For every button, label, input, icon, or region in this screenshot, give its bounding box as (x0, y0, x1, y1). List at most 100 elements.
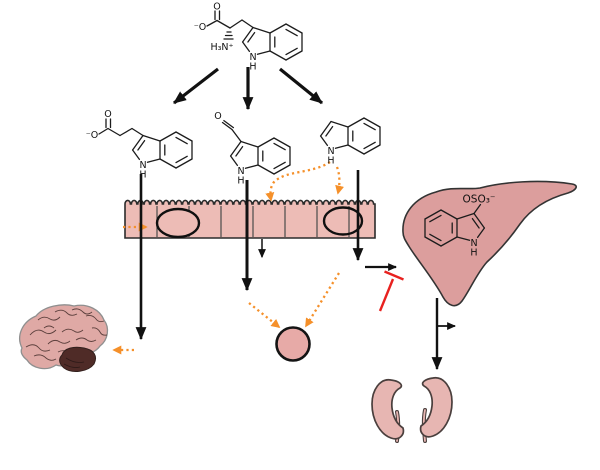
sulcus-line (85, 314, 105, 323)
bond (241, 19, 254, 29)
atom-label: ⁻O (86, 130, 99, 141)
bond (269, 23, 287, 34)
bond (325, 125, 334, 137)
sulcus-line (54, 309, 78, 316)
bond (363, 144, 381, 155)
sulcus-line (71, 308, 93, 315)
signal-to-cell-left-arrow (248, 302, 281, 329)
bond (473, 212, 486, 229)
inhibition-stem (378, 278, 395, 312)
bond (256, 50, 271, 55)
atom-label: N (139, 160, 146, 171)
bond (229, 155, 239, 167)
atom-label: N (237, 166, 244, 177)
bond (231, 128, 242, 143)
bond (159, 131, 177, 142)
bond (347, 117, 365, 128)
bond (363, 117, 381, 128)
bond (471, 217, 480, 229)
bond (229, 140, 242, 157)
bond (98, 127, 109, 135)
atom-label: O (214, 111, 221, 122)
atom-label: ⁻O (194, 22, 207, 33)
cerebellum (59, 346, 97, 372)
bond (429, 214, 442, 223)
bond (240, 140, 259, 148)
trp-to-ipa-arrow (173, 67, 219, 105)
trp-to-indole-arrow (278, 67, 324, 105)
atom-label: N (470, 238, 477, 249)
bond (107, 127, 121, 137)
transporter-left-icon (155, 207, 201, 239)
bond (142, 134, 161, 142)
bond (456, 212, 475, 220)
atom-label: O (104, 109, 111, 120)
sulcus-line (91, 327, 108, 336)
bond (216, 19, 231, 29)
bond (175, 136, 188, 145)
bond (247, 31, 256, 43)
kidneys-icon (371, 377, 453, 443)
sulcus-line (75, 337, 97, 342)
atom-label: O (213, 2, 220, 13)
atom-label: H (139, 170, 146, 181)
bond (241, 26, 254, 43)
indole-structure: NH (319, 117, 381, 167)
bond (319, 120, 332, 137)
atom-label: H (470, 248, 477, 259)
bond (347, 144, 365, 155)
kidney-left (371, 379, 405, 440)
bond (319, 135, 329, 147)
indole-3-carboxaldehyde-structure: NHO (214, 111, 291, 187)
atom-label: H₃N⁺ (210, 42, 233, 53)
cerebellum-line (63, 363, 81, 368)
bond (223, 119, 235, 129)
immune-cell-icon (275, 326, 311, 362)
indole-3-propionic-acid-structure: NH O ⁻O (86, 109, 193, 181)
bond (131, 134, 144, 151)
atom-label: N (249, 52, 256, 63)
bond (175, 155, 188, 164)
indole-transporter-arrow (335, 166, 344, 195)
bond (131, 149, 141, 161)
bond (252, 26, 271, 34)
bond (476, 227, 486, 239)
bond (285, 23, 303, 34)
brain-icon (19, 304, 109, 372)
bond (440, 209, 458, 220)
atom-label: H (249, 62, 256, 73)
inhibition-symbol (378, 270, 404, 312)
sulcus-line (47, 339, 71, 345)
bond (424, 209, 442, 220)
bond (363, 141, 376, 150)
bond (456, 236, 471, 241)
bond (119, 127, 133, 137)
bond (241, 41, 251, 53)
bond (175, 131, 193, 142)
bond (159, 158, 177, 169)
bond (131, 127, 144, 137)
bond (473, 203, 482, 215)
bond (269, 50, 287, 61)
inhibition-bar (384, 270, 404, 281)
sulcus-line (43, 325, 55, 329)
indole-diffusion-arrow (265, 161, 331, 202)
sulcus-line (61, 328, 84, 333)
bond (229, 19, 243, 29)
atom-label: H (327, 156, 334, 167)
sulcus-line (37, 316, 61, 321)
bond (285, 28, 298, 37)
bond (273, 142, 286, 151)
bond (206, 19, 218, 27)
bond (285, 50, 303, 61)
bond (285, 47, 298, 56)
bond (273, 161, 286, 170)
bond (244, 164, 259, 169)
bond (424, 236, 442, 247)
bond (175, 158, 193, 169)
sulcus-line (25, 344, 51, 352)
bond (137, 139, 146, 151)
bond (235, 145, 244, 157)
